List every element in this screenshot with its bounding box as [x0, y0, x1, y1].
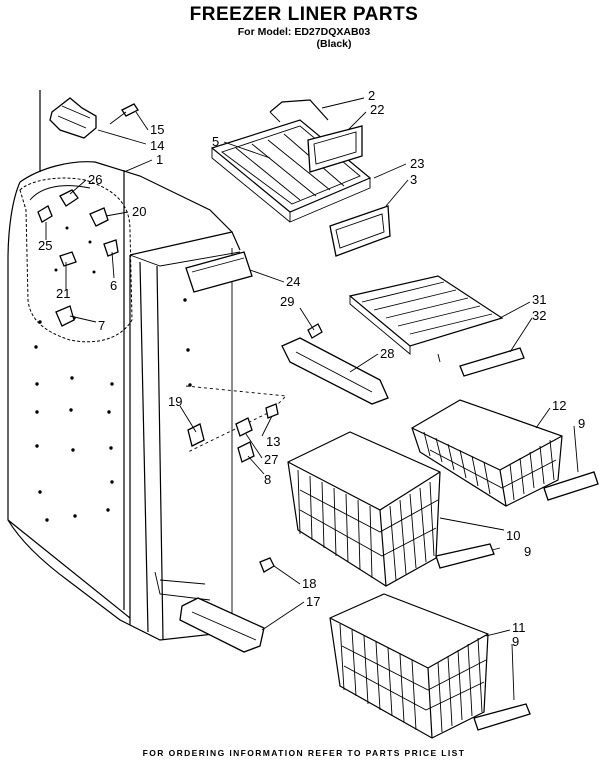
basket-trim-part-9-lower	[473, 703, 531, 731]
page-title: FREEZER LINER PARTS	[189, 4, 419, 25]
callout-9-lower: 9	[512, 634, 519, 649]
wire-shelf-part-31	[348, 275, 504, 363]
small-clips-parts-13-27-8	[235, 403, 279, 463]
ordering-footer: FOR ORDERING INFORMATION REFER TO PARTS …	[142, 748, 466, 758]
model-subtitle: For Model: ED27DQXAB03	[237, 26, 371, 38]
callout-2: 2	[368, 88, 375, 103]
screw-part-15	[109, 103, 139, 125]
callout-25: 25	[38, 238, 52, 253]
bracket-part-14	[49, 97, 97, 139]
callout-28: 28	[380, 346, 394, 361]
callout-22: 22	[370, 102, 384, 117]
callout-15: 15	[150, 122, 164, 137]
callout-1: 1	[156, 152, 163, 167]
callout-19: 19	[168, 394, 182, 409]
callout-10: 10	[506, 528, 520, 543]
fixture-parts-cluster	[37, 189, 205, 447]
wire-basket-part-12	[411, 399, 563, 507]
callout-5: 5	[212, 134, 219, 149]
callout-29: 29	[280, 294, 294, 309]
callout-20: 20	[132, 204, 146, 219]
shelf-support-part-28	[281, 337, 389, 405]
leader-lines	[45, 97, 579, 701]
callout-9-upper: 9	[578, 416, 585, 431]
callout-labels: 2 22 5 23 3 15 14 1 26 20 25 21 6 7 24 2…	[38, 88, 585, 649]
glass-panel-part-3	[329, 205, 391, 257]
callout-9-middle: 9	[524, 544, 531, 559]
callout-6: 6	[110, 278, 117, 293]
basket-trim-part-9-upper	[543, 471, 599, 501]
glass-panel-part-22	[307, 125, 363, 173]
freezer-liner-body	[7, 90, 241, 641]
callout-32: 32	[532, 308, 546, 323]
callout-13: 13	[266, 434, 280, 449]
color-subtitle: (Black)	[316, 38, 352, 50]
wire-basket-part-10	[287, 431, 441, 587]
callout-31: 31	[532, 292, 546, 307]
callout-17: 17	[306, 594, 320, 609]
callout-27: 27	[264, 452, 278, 467]
basket-trim-part-9-middle	[435, 543, 495, 569]
callout-24: 24	[286, 274, 300, 289]
wire-basket-part-11	[329, 593, 489, 739]
callout-12: 12	[552, 398, 566, 413]
callout-26: 26	[88, 172, 102, 187]
callout-3: 3	[410, 172, 417, 187]
callout-7: 7	[98, 318, 105, 333]
screw-part-18	[259, 557, 275, 573]
clip-part-29	[307, 323, 323, 339]
trim-strip-part-24	[185, 251, 253, 293]
bottom-trim-part-17	[179, 597, 265, 653]
shelf-trim-part-32	[459, 347, 525, 377]
shelf-frame-assembly	[210, 99, 372, 223]
callout-11: 11	[512, 620, 526, 635]
callout-18: 18	[302, 576, 316, 591]
callout-8: 8	[264, 472, 271, 487]
callout-23: 23	[410, 156, 424, 171]
callout-21: 21	[56, 286, 70, 301]
callout-14: 14	[150, 138, 164, 153]
